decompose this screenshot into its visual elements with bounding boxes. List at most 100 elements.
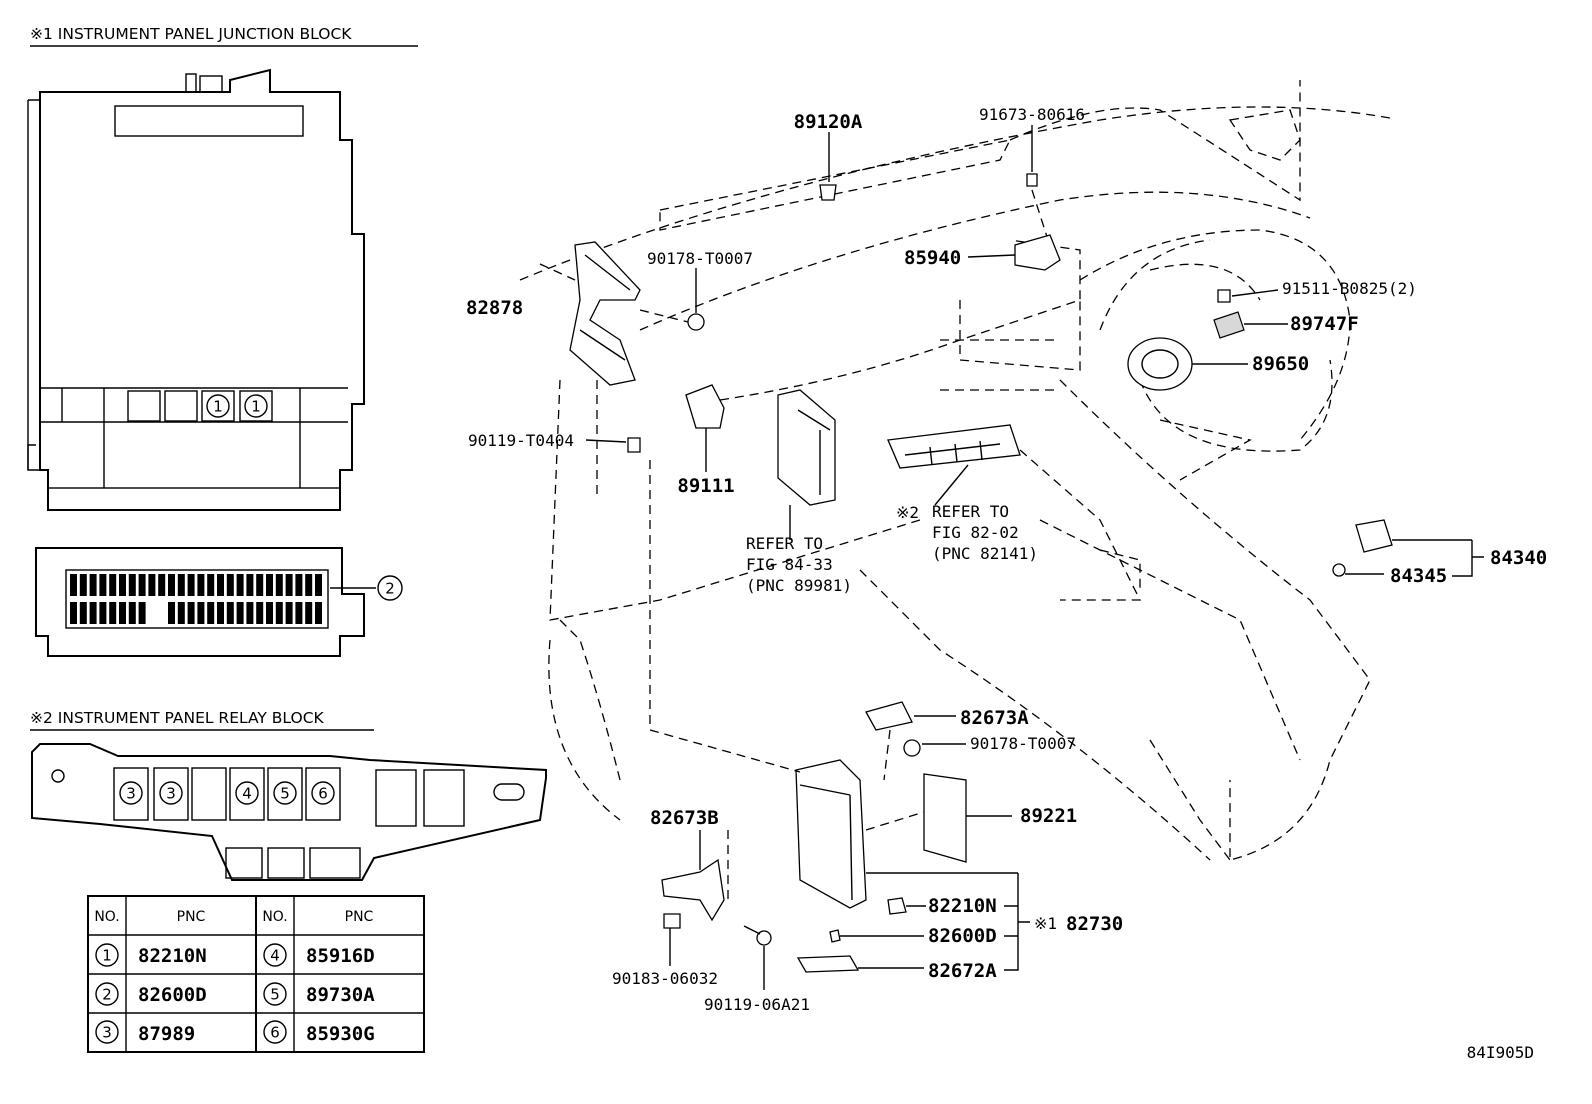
table-row-2-no-2: 5 (270, 986, 280, 1004)
cover-82672A (796, 955, 860, 973)
fuse-slot (109, 574, 117, 596)
fuse-slot (187, 574, 195, 596)
fuse-slot (275, 602, 283, 624)
callout-1b: 1 (251, 398, 261, 416)
pnc-table: NO. PNC NO. PNC 1 82210N 4 85916D 2 8260… (87, 895, 425, 1053)
mount-slot (493, 783, 525, 801)
fuse-slot (275, 574, 283, 596)
fuse-slot (138, 602, 146, 624)
fuse-slot (295, 574, 303, 596)
fuse-slot (177, 574, 185, 596)
part-labels: 89120A 91673-80616 90178-T0007 85940 828… (466, 105, 1547, 1062)
label-84345: 84345 (1390, 565, 1447, 587)
refer-right-line-1: REFER TO (932, 502, 1009, 521)
fuse-slot (128, 602, 136, 624)
refer-right-line-2: FIG 82-02 (932, 523, 1019, 542)
table-row-1-no-1: 1 (102, 947, 112, 965)
label-89650: 89650 (1252, 353, 1309, 375)
fuse-slot (305, 602, 313, 624)
mount-hole (51, 769, 65, 783)
fuse-slot (70, 574, 77, 596)
label-84340: 84340 (1490, 547, 1547, 569)
bracket-82878 (569, 241, 641, 386)
callout-1a: 1 (213, 398, 223, 416)
fuse-slot (246, 574, 254, 596)
label-90178-T0007-top: 90178-T0007 (647, 249, 753, 268)
bracket-82673A (865, 701, 913, 731)
fuse-slot (89, 602, 97, 624)
table-header-pnc-1: PNC (177, 909, 206, 925)
fuse-slot (315, 574, 322, 596)
table-row-3-pnc-2: 85930G (306, 1023, 375, 1045)
junction-block-header: ※1 INSTRUMENT PANEL JUNCTION BLOCK (30, 25, 352, 43)
label-85940: 85940 (904, 247, 961, 269)
sensor-89120A (819, 184, 837, 201)
label-82210N: 82210N (928, 895, 997, 917)
refer-right-line-3: (PNC 82141) (932, 544, 1038, 563)
refer-mark-2: ※2 (896, 503, 919, 522)
callout-5: 5 (280, 785, 290, 803)
fuse-slot (207, 574, 215, 596)
label-82600D: 82600D (928, 925, 997, 947)
callout-3b: 3 (166, 785, 176, 803)
fuse-slot (70, 602, 77, 624)
fuse-slot (236, 574, 244, 596)
fuse-slot (197, 602, 205, 624)
callout-2: 2 (385, 580, 395, 598)
fuse-slot (197, 574, 205, 596)
label-91673-80616: 91673-80616 (979, 105, 1085, 124)
table-row-3-pnc-1: 87989 (138, 1023, 195, 1045)
fuse-slot (168, 574, 175, 596)
label-90119-T0404: 90119-T0404 (468, 431, 574, 450)
relay-block-82141 (887, 424, 1021, 469)
label-90183-06032: 90183-06032 (612, 969, 718, 988)
fuse-slot (109, 602, 117, 624)
fuse-slot (226, 602, 234, 624)
fuse-slot (266, 574, 273, 596)
callout-4: 4 (242, 785, 252, 803)
table-row-1-pnc-1: 82210N (138, 945, 207, 967)
label-82673A: 82673A (960, 707, 1029, 729)
sensor-89650 (1127, 337, 1193, 391)
module-89221 (923, 773, 967, 863)
table-row-2-no-1: 2 (102, 986, 112, 1004)
ecu-89981 (777, 389, 836, 506)
label-89120A: 89120A (794, 111, 863, 133)
label-82730: 82730 (1066, 913, 1123, 935)
label-90119-06A21: 90119-06A21 (704, 995, 810, 1014)
label-89221: 89221 (1020, 805, 1077, 827)
part-shapes (539, 125, 1484, 990)
relay-block-section: ※2 INSTRUMENT PANEL RELAY BLOCK 3 3 4 5 … (30, 709, 547, 881)
table-row-3-no-2: 6 (270, 1024, 280, 1042)
table-row-3-no-1: 3 (102, 1024, 112, 1042)
label-82672A: 82672A (928, 960, 997, 982)
refer-left-line-3: (PNC 89981) (746, 576, 852, 595)
module-89111 (685, 384, 725, 429)
label-82878: 82878 (466, 297, 523, 319)
refer-left-line-1: REFER TO (746, 534, 823, 553)
label-82673B: 82673B (650, 807, 719, 829)
callout-circle-2 (377, 575, 403, 601)
table-header-no-1: NO. (94, 909, 119, 925)
junction-block-front-view: 2 (35, 547, 403, 657)
fuse-slot (138, 574, 146, 596)
fuse-slot (119, 602, 126, 624)
table-row-2-pnc-1: 82600D (138, 984, 207, 1006)
table-header-pnc-2: PNC (345, 909, 374, 925)
fuse-slot (79, 574, 87, 596)
fuse-slot (79, 602, 87, 624)
callout-circle-3b (159, 781, 183, 805)
table-header-no-2: NO. (262, 909, 287, 925)
fuse-slot (187, 602, 195, 624)
fuse-slot (177, 602, 185, 624)
fuse-slot (285, 602, 293, 624)
fuse-slot (119, 574, 126, 596)
refer-left-line-2: FIG 84-33 (746, 555, 833, 574)
mark-1: ※1 (1034, 914, 1057, 933)
relay-block-header: ※2 INSTRUMENT PANEL RELAY BLOCK (30, 709, 325, 727)
fuse-slot (217, 602, 224, 624)
callout-circle-1a (206, 394, 230, 418)
fuse-slot (207, 602, 215, 624)
table-row-1-pnc-2: 85916D (306, 945, 375, 967)
